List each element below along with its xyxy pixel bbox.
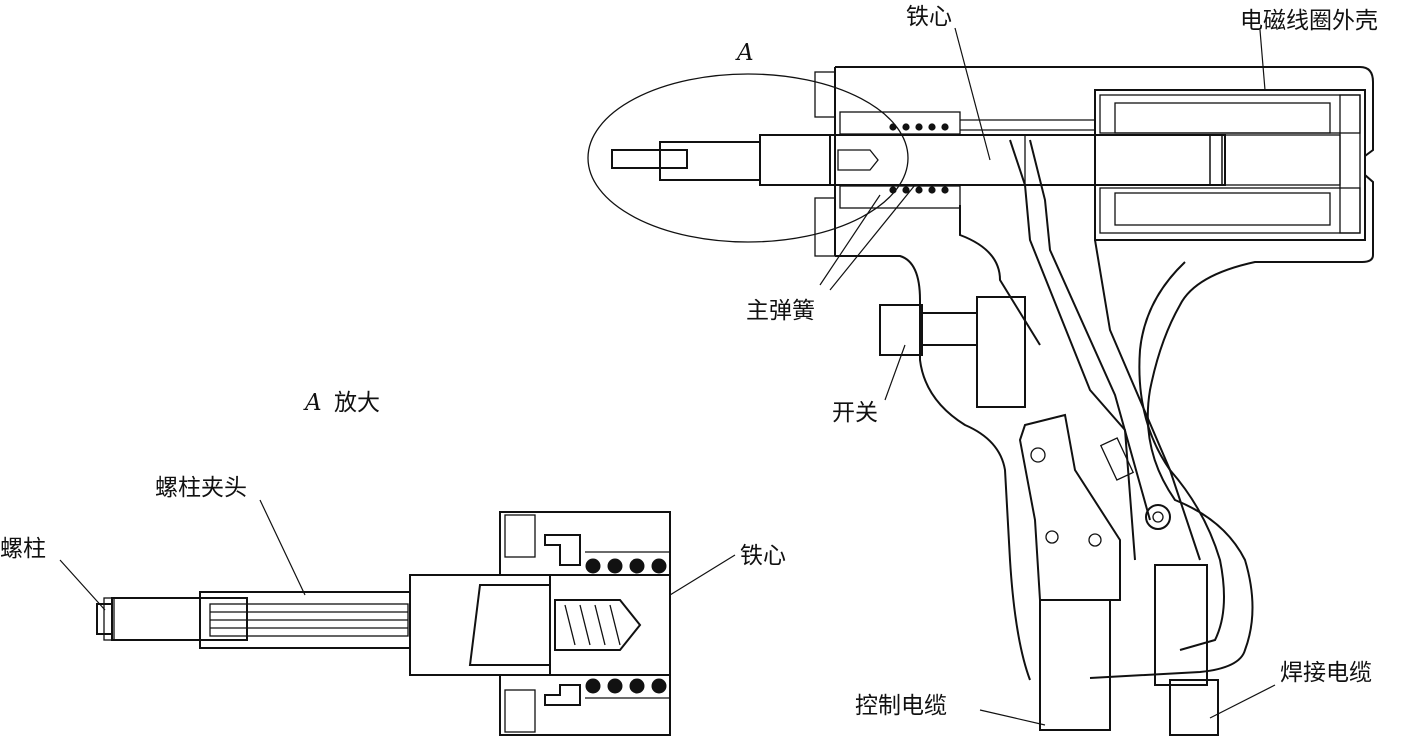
label-coil-housing: 电磁线圈外壳 bbox=[1240, 8, 1378, 34]
label-main-spring: 主弹簧 bbox=[746, 298, 815, 324]
label-control-cable: 控制电缆 bbox=[855, 693, 947, 719]
label-switch: 开关 bbox=[832, 400, 878, 426]
label-stud-chuck: 螺柱夹头 bbox=[155, 475, 247, 501]
label-iron-core-top: 铁心 bbox=[906, 4, 952, 30]
label-stud: 螺柱 bbox=[0, 536, 46, 562]
label-detail-title-letter: A bbox=[303, 390, 322, 416]
label-iron-core-detail: 铁心 bbox=[740, 543, 786, 569]
label-detail-title: 放大 bbox=[334, 390, 380, 416]
welding-gun-body bbox=[587, 27, 1374, 736]
detail-a-enlarged bbox=[59, 499, 736, 736]
label-welding-cable: 焊接电缆 bbox=[1280, 660, 1372, 686]
label-detail-marker: A bbox=[735, 40, 754, 66]
